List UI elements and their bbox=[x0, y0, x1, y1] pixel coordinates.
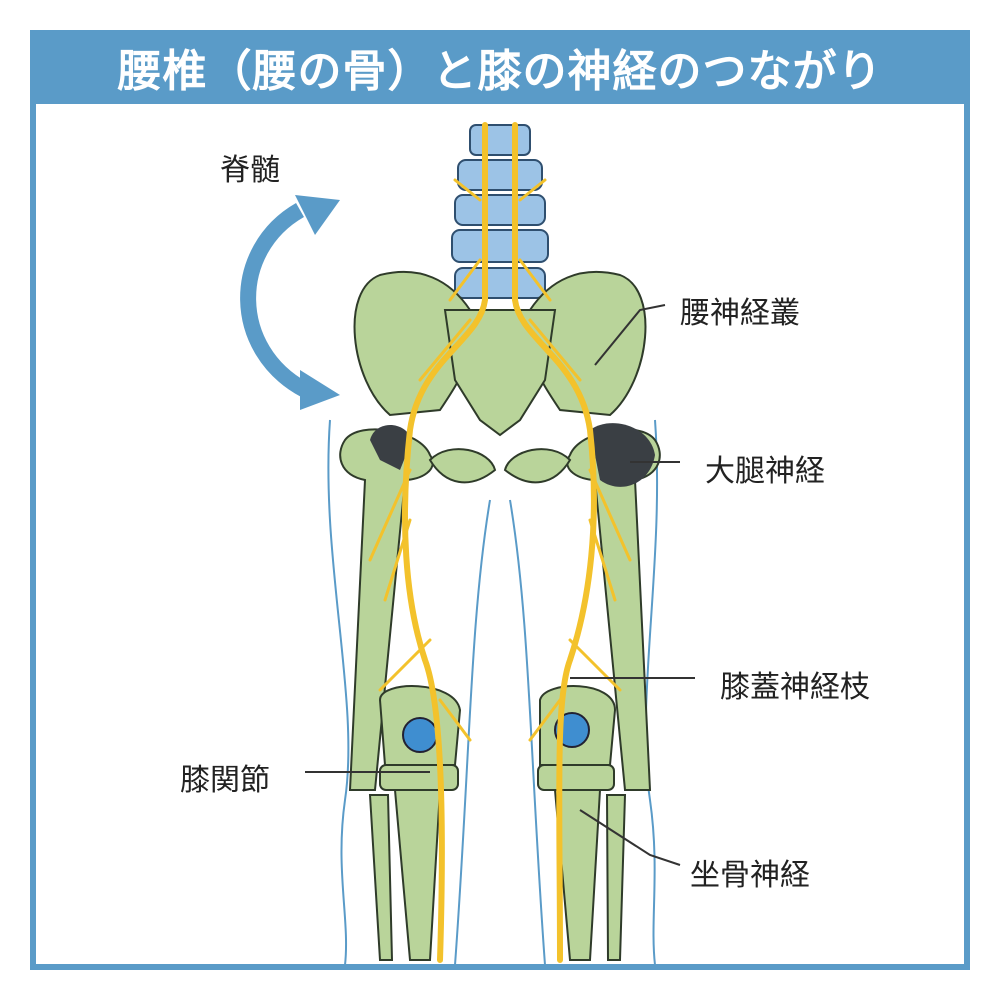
curved-arrow-icon bbox=[240, 203, 309, 398]
leader-lines bbox=[305, 304, 695, 866]
label-sciatic-nerve: 坐骨神経 bbox=[690, 858, 810, 893]
label-lumbar-plexus: 腰神経叢 bbox=[680, 296, 800, 331]
label-knee-joint: 膝関節 bbox=[180, 763, 270, 798]
page-title: 腰椎（腰の骨）と膝の神経のつながり bbox=[30, 30, 970, 104]
label-patellar-branch: 膝蓋神経枝 bbox=[720, 670, 870, 705]
label-femoral-nerve: 大腿神経 bbox=[705, 454, 825, 489]
nerves bbox=[368, 122, 632, 963]
label-spinal-cord: 脊髄 bbox=[220, 153, 280, 188]
skeleton bbox=[339, 270, 661, 961]
hip-joints bbox=[370, 423, 655, 487]
lumbar-vertebrae bbox=[451, 124, 549, 299]
patellae bbox=[402, 712, 590, 753]
